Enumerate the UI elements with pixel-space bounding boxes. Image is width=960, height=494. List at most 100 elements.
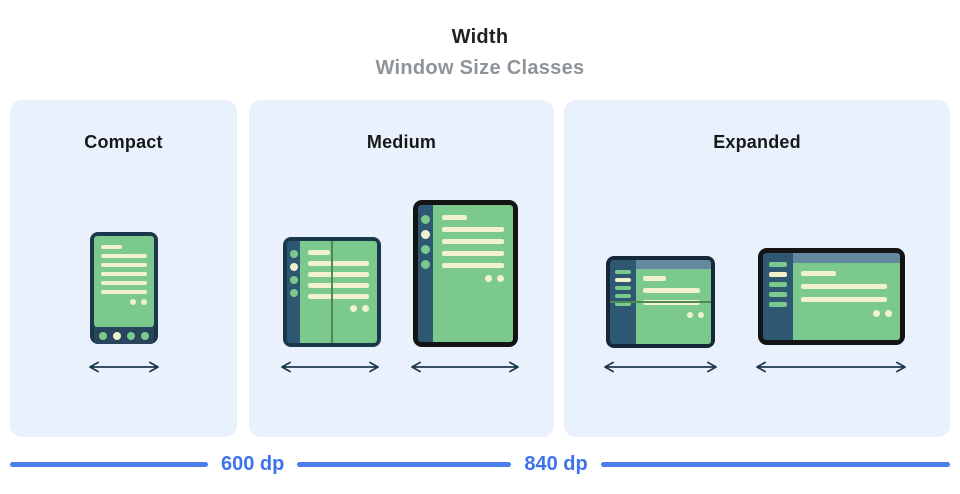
content-dot xyxy=(362,305,369,312)
content-dot xyxy=(497,275,504,282)
content-dot xyxy=(130,299,136,305)
page-subtitle: Window Size Classes xyxy=(375,57,585,79)
panel-medium: Medium xyxy=(249,100,554,437)
content-line xyxy=(643,276,667,281)
ruler-line-segment xyxy=(297,461,512,467)
nav-drawer xyxy=(763,253,793,340)
content-pane xyxy=(793,253,900,340)
width-arrow-icon xyxy=(603,360,718,374)
tablet-screen-wrap xyxy=(418,205,513,342)
breakpoint-label-600dp: 600 dp xyxy=(221,452,285,475)
menu-line xyxy=(615,302,631,306)
panel-compact-label: Compact xyxy=(84,132,163,152)
content-line xyxy=(308,261,369,266)
foldable-screen-wrap xyxy=(287,241,377,343)
content-line xyxy=(308,250,330,255)
content-line xyxy=(101,290,147,294)
content-line xyxy=(308,272,369,277)
menu-line xyxy=(615,294,631,298)
content-line xyxy=(308,294,369,299)
fold-crease-line xyxy=(610,301,711,303)
nav-rail xyxy=(287,241,300,343)
rail-dot xyxy=(421,245,430,254)
nav-dot xyxy=(141,331,149,340)
panel-expanded: Expanded xyxy=(564,100,950,437)
content-line xyxy=(801,297,888,302)
menu-line xyxy=(769,292,787,297)
fold-crease-line xyxy=(331,241,333,343)
content-dot xyxy=(873,310,880,317)
content-line xyxy=(101,254,147,258)
menu-line xyxy=(769,282,787,287)
width-arrow-icon xyxy=(88,360,160,374)
ruler-line-segment xyxy=(600,461,950,467)
content-line xyxy=(442,263,504,268)
rail-dot xyxy=(421,260,430,269)
foldable-landscape-screen-wrap xyxy=(610,260,711,344)
rail-dot xyxy=(421,215,430,224)
content-line xyxy=(442,239,504,244)
tablet-landscape-illustration xyxy=(758,248,905,345)
phone-illustration xyxy=(90,232,158,344)
content-pane xyxy=(300,241,377,343)
content-line xyxy=(442,227,504,232)
rail-dot xyxy=(289,263,298,271)
phone-nav-bar xyxy=(94,327,154,344)
width-arrow-icon xyxy=(410,360,520,374)
width-arrow-icon xyxy=(280,360,380,374)
content-body xyxy=(793,263,900,340)
page-title: Width xyxy=(451,26,509,48)
rail-dot xyxy=(289,276,298,284)
menu-line xyxy=(615,270,631,274)
menu-line xyxy=(769,272,787,277)
content-line xyxy=(442,251,504,256)
content-dots xyxy=(308,305,369,312)
nav-dot xyxy=(113,331,121,340)
content-line xyxy=(101,263,147,267)
foldable-portrait-illustration xyxy=(283,237,381,347)
content-dots xyxy=(801,310,892,317)
content-line xyxy=(101,272,147,276)
diagram-header: Width Window Size Classes xyxy=(0,26,960,80)
nav-dot xyxy=(99,331,107,340)
content-line xyxy=(308,283,369,288)
content-dot xyxy=(687,312,693,318)
content-dot xyxy=(698,312,704,318)
content-line xyxy=(101,281,147,285)
breakpoint-label-840dp: 840 dp xyxy=(524,452,588,475)
panel-medium-label: Medium xyxy=(366,132,437,152)
tablet-landscape-screen-wrap xyxy=(763,253,900,340)
ruler-line-segment xyxy=(10,461,208,467)
nav-dot xyxy=(127,331,135,340)
tablet-portrait-illustration xyxy=(413,200,518,347)
rail-dot xyxy=(421,230,430,239)
nav-rail xyxy=(418,205,433,342)
foldable-landscape-illustration xyxy=(606,256,715,348)
rail-dot xyxy=(289,289,298,297)
content-dots xyxy=(442,275,504,282)
menu-line xyxy=(769,262,787,267)
content-dot xyxy=(885,310,892,317)
content-body xyxy=(636,269,711,344)
content-line xyxy=(442,215,467,220)
rail-dot xyxy=(289,250,298,258)
content-line xyxy=(643,288,701,293)
content-dot xyxy=(350,305,357,312)
menu-line xyxy=(615,286,631,290)
content-line xyxy=(101,245,123,249)
content-pane xyxy=(433,205,513,342)
content-dots xyxy=(643,312,704,318)
content-line xyxy=(801,284,888,289)
app-bar xyxy=(793,253,900,263)
width-arrow-icon xyxy=(755,360,907,374)
content-dot xyxy=(485,275,492,282)
panel-expanded-label: Expanded xyxy=(713,132,801,152)
breakpoint-ruler: 600 dp 840 dp xyxy=(10,453,950,475)
phone-screen xyxy=(94,236,154,327)
panel-compact: Compact xyxy=(10,100,237,437)
content-dot xyxy=(141,299,147,305)
phone-screen-wrap xyxy=(94,236,154,344)
menu-line xyxy=(615,278,631,282)
content-dots xyxy=(101,299,147,305)
